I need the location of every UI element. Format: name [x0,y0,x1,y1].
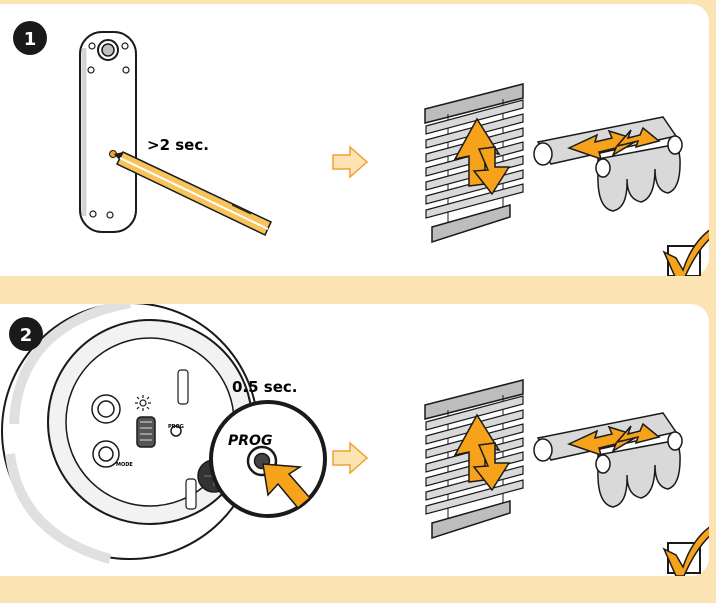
next-arrow-icon [332,145,369,179]
cursor-arrow-icon [262,463,312,510]
prog-button-label: PROG [228,433,272,449]
step-1-panel: 1 >2 se [0,4,709,276]
venetian-blind-icon [424,379,524,540]
sun-icon [135,395,151,411]
roller-blind-icon [533,116,683,212]
remote-control [79,31,137,233]
mode-small-label: MODE [116,462,133,468]
step-1-number: 1 [24,29,37,50]
pen-icon [114,151,272,237]
step-2-duration-label: 0.5 sec. [232,378,298,396]
step-2-panel: PROG MODE PROG 0.5 sec. 2 [0,304,709,576]
step-1-duration-label: >2 sec. [147,136,209,154]
step-1-checkbox-icon [662,229,709,276]
next-arrow-icon [332,441,369,475]
step-2-badge: 2 [9,317,43,351]
prog-button-zoom: PROG [209,400,327,518]
roller-blind-icon [533,412,683,508]
step-2-checkbox-icon [662,526,709,576]
sensor-dome: PROG MODE [1,304,259,564]
venetian-blind-icon [424,83,524,244]
step-1-badge: 1 [13,21,47,55]
step-2-number: 2 [20,325,33,346]
prog-small-label: PROG [168,424,184,430]
